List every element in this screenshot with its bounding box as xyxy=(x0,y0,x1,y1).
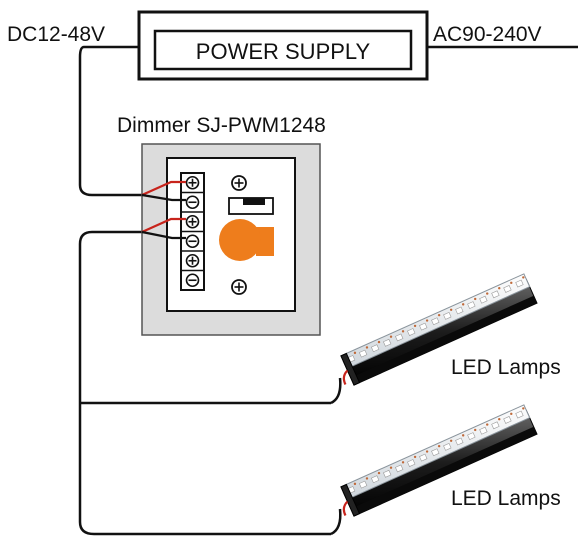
led-lamps-label-2: LED Lamps xyxy=(451,487,561,510)
terminal-negative xyxy=(181,269,204,288)
terminal-negative xyxy=(181,191,204,210)
terminal-positive xyxy=(181,250,204,268)
screw-icon xyxy=(231,175,247,191)
led-output-loop-wire xyxy=(78,230,331,536)
power-supply-label: POWER SUPPLY xyxy=(196,39,371,64)
led-bar-icon xyxy=(340,273,538,386)
dimmer-label: Dimmer SJ-PWM1248 xyxy=(117,114,326,137)
terminal-positive xyxy=(185,175,200,190)
led-lamps-label-1: LED Lamps xyxy=(451,356,561,379)
ac-voltage-label: AC90-240V xyxy=(433,23,542,46)
knob-icon xyxy=(219,219,274,261)
terminal-positive xyxy=(181,211,204,229)
dc-input-loop-wire xyxy=(78,45,142,197)
dimmer-module xyxy=(141,143,321,336)
dimmer-lead-wires xyxy=(141,180,186,240)
power-supply-box: POWER SUPPLY xyxy=(137,10,429,81)
terminal-negative xyxy=(181,230,204,249)
screw-icon xyxy=(231,279,247,295)
terminal-row-group xyxy=(181,175,204,288)
led-bar-icon xyxy=(340,404,538,517)
dc-voltage-label: DC12-48V xyxy=(7,23,105,46)
slide-switch-icon xyxy=(228,197,274,215)
